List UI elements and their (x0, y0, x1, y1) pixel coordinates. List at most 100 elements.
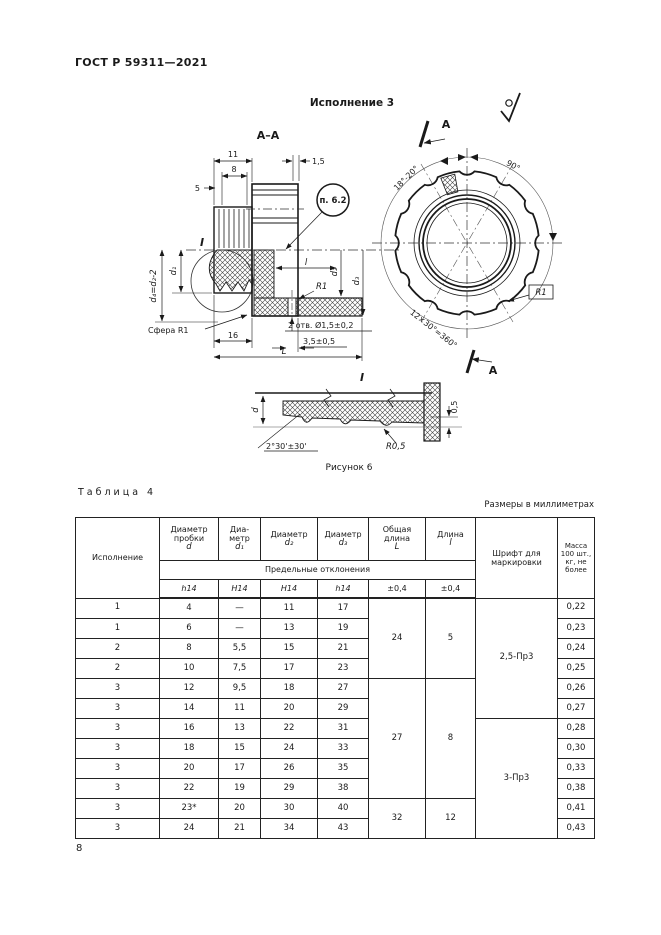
tolerance-d: h14 (159, 579, 219, 599)
col-d2: Диаметр d₂ (260, 517, 318, 561)
tolerance-L: ±0,4 (368, 579, 426, 599)
table-cell: 23 (317, 658, 369, 679)
table-cell: 38 (317, 778, 369, 799)
table-cell: 24 (368, 597, 426, 679)
table-cell: 0,27 (557, 698, 595, 719)
col-font: Шрифт для маркировки (475, 517, 558, 599)
table-cell: 13 (260, 618, 318, 639)
detail-radius-note: R0,5 (386, 442, 405, 452)
dim-8: 8 (231, 165, 236, 174)
col-l-title: Длина (437, 529, 464, 539)
table-cell: 0,30 (557, 738, 595, 759)
dimensions-table: Исполнение Диаметр пробки d Диа-метр d₁ … (75, 517, 595, 839)
table-cell: 0,43 (557, 818, 595, 839)
dim-L: L (282, 347, 287, 357)
table-cell: 3 (75, 798, 160, 819)
table-cell: 27 (368, 678, 426, 799)
col-d1-sym: d₁ (235, 542, 244, 553)
detail-angle-note: 2°30'±30' (266, 442, 307, 451)
table-cell: 3 (75, 818, 160, 839)
table-cell: 22 (159, 778, 219, 799)
tolerance-l: ±0,4 (425, 579, 476, 599)
dim-d2: d₂ (330, 267, 340, 276)
table-cell: 1 (75, 597, 160, 619)
table-cell: 5 (425, 597, 476, 679)
table-cell: 15 (260, 638, 318, 659)
table-cell: 0,33 (557, 758, 595, 779)
roughness-icon (500, 92, 521, 123)
table-cell: 29 (317, 698, 369, 719)
table-cell: 29 (260, 778, 318, 799)
table-cell: 3 (75, 718, 160, 739)
col-d: Диаметр пробки d (159, 517, 219, 561)
table-cell: 3-Пр3 (475, 718, 558, 839)
col-l: Длина l (425, 517, 476, 561)
col-d3-title: Диаметр (324, 529, 362, 539)
detail-dim-0-5: 0,5 (450, 401, 459, 414)
table-cell: 18 (260, 678, 318, 699)
table-cell: 17 (317, 597, 369, 619)
table-cell: 20 (218, 798, 261, 819)
dim-3-5: 3,5±0,5 (303, 337, 335, 346)
sphere-note: Сфера R1 (148, 326, 189, 335)
table-cell: 16 (159, 718, 219, 739)
table-cell: 4 (159, 597, 219, 619)
table-cell: 23* (159, 798, 219, 819)
table-cell: 0,22 (557, 597, 595, 619)
col-mass: Масса 100 шт., кг, не более (557, 517, 595, 599)
end-view: А А 18°-20° 90° 12×30°=360° R1 (372, 118, 562, 377)
dim-11: 11 (228, 150, 238, 159)
table-cell: 0,28 (557, 718, 595, 739)
section-label: А–А (257, 129, 280, 142)
cut-label-bottom: А (489, 364, 498, 377)
table-cell: 3 (75, 698, 160, 719)
table-cell: 31 (317, 718, 369, 739)
table-cell: — (218, 597, 261, 619)
pattern-note: 12×30°=360° (408, 308, 458, 350)
table-cell: 20 (260, 698, 318, 719)
angle-90-label: 90° (505, 158, 522, 173)
table-cell: 14 (159, 698, 219, 719)
cut-label-top: А (442, 118, 451, 131)
radius-r1: R1 (316, 282, 327, 292)
figure-caption: Рисунок 6 (326, 463, 373, 473)
dim-1-5: 1,5 (312, 157, 325, 166)
table-cell: 0,41 (557, 798, 595, 819)
table-cell: 3 (75, 758, 160, 779)
table-cell: 21 (317, 638, 369, 659)
dim-5: 5 (195, 184, 200, 193)
angle-range-label: 18°-20° (392, 164, 420, 192)
table-cell: 13 (218, 718, 261, 739)
dim-d1: d₁ (169, 267, 179, 276)
table-header: Исполнение Диаметр пробки d Диа-метр d₁ … (75, 517, 595, 599)
table-title: Таблица 4 (78, 487, 157, 498)
table-cell: 3 (75, 738, 160, 759)
end-view-radius-r1: R1 (535, 288, 546, 298)
table-cell: 7,5 (218, 658, 261, 679)
table-cell: 6 (159, 618, 219, 639)
table-cell: 0,26 (557, 678, 595, 699)
dim-d3: d₃ (352, 276, 362, 285)
table-cell: 9,5 (218, 678, 261, 699)
callout-note: п. 6.2 (319, 196, 346, 206)
figure-6: Исполнение 3 А–А (148, 92, 562, 473)
table-cell: 0,23 (557, 618, 595, 639)
table-cell: 11 (260, 597, 318, 619)
table-cell: 8 (159, 638, 219, 659)
table-cell: 0,24 (557, 638, 595, 659)
col-l-sym: l (449, 537, 452, 548)
dim-16: 16 (228, 331, 238, 340)
table-cell: 40 (317, 798, 369, 819)
tolerance-d1: H14 (218, 579, 261, 599)
table-cell: 12 (425, 798, 476, 839)
table-cell: 11 (218, 698, 261, 719)
col-d-sym: d (186, 542, 192, 553)
detail-view: I d 0,5 2°30'±30' R0,5 (251, 371, 462, 452)
tolerance-d3: h14 (317, 579, 369, 599)
col-d2-sym: d₂ (284, 537, 294, 548)
table-cell: 43 (317, 818, 369, 839)
table-cell: 0,25 (557, 658, 595, 679)
